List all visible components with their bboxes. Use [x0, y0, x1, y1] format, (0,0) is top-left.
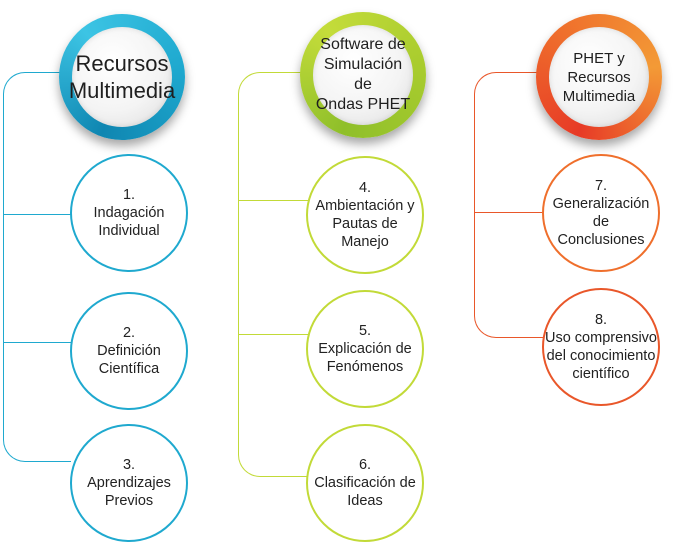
step-label: Uso comprensivo del conocimiento científ… [544, 330, 657, 382]
step-circle: 8. Uso comprensivo del conocimiento cien… [542, 288, 660, 406]
connector-branch [3, 214, 71, 215]
step-label: Ambientación y Pautas de Manejo [315, 198, 415, 250]
step-circle: 6. Clasificación de Ideas [306, 424, 424, 542]
connector-branch [238, 200, 308, 201]
connector-branch [238, 334, 308, 335]
header-core: PHET y Recursos Multimedia [549, 27, 649, 127]
step-number: 1. [122, 187, 136, 203]
header-circle: PHET y Recursos Multimedia [536, 14, 662, 140]
step-number: 8. [594, 312, 608, 328]
connector-branch [474, 212, 546, 213]
connector-branch [3, 342, 71, 343]
step-number: 5. [358, 323, 372, 339]
step-circle: 3. Aprendizajes Previos [70, 424, 188, 542]
header-core: Software de Simulación de Ondas PHET [313, 25, 413, 125]
step-number: 4. [358, 180, 372, 196]
connector-bracket [238, 72, 308, 477]
step-number: 2. [122, 325, 136, 341]
step-circle: 4. Ambientación y Pautas de Manejo [306, 156, 424, 274]
step-circle: 1. Indagación Individual [70, 154, 188, 272]
step-label: Clasificación de Ideas [314, 475, 416, 509]
header-circle: Recursos Multimedia [59, 14, 185, 140]
step-number: 7. [594, 178, 608, 194]
step-number: 3. [122, 457, 136, 473]
header-title: Recursos Multimedia [68, 51, 176, 103]
header-core: Recursos Multimedia [68, 27, 176, 127]
step-label: Indagación Individual [93, 205, 165, 239]
header-title: PHET y Recursos Multimedia [562, 49, 636, 105]
step-label: Generalización de Conclusiones [552, 196, 650, 248]
header-title: Software de Simulación de Ondas PHET [315, 36, 411, 113]
step-number: 6. [358, 457, 372, 473]
step-label: Definición Científica [97, 343, 161, 377]
step-label: Explicación de Fenómenos [318, 341, 412, 375]
step-circle: 2. Definición Científica [70, 292, 188, 410]
step-label: Aprendizajes Previos [87, 475, 171, 509]
step-circle: 7. Generalización de Conclusiones [542, 154, 660, 272]
step-circle: 5. Explicación de Fenómenos [306, 290, 424, 408]
header-circle: Software de Simulación de Ondas PHET [300, 12, 426, 138]
connector-bracket [474, 72, 546, 338]
connector-bracket [3, 72, 71, 462]
